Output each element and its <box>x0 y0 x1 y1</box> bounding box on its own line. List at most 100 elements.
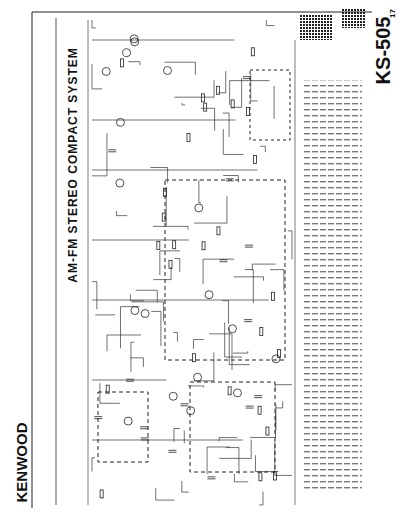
wire <box>173 332 177 341</box>
resistor-symbol <box>202 242 205 250</box>
wire <box>153 226 188 229</box>
bus-line <box>92 120 236 121</box>
wire <box>230 81 270 106</box>
wire <box>92 458 95 472</box>
wire <box>194 196 227 223</box>
resistor-symbol <box>192 354 195 362</box>
capacitor-symbol <box>243 77 251 79</box>
resistor-symbol <box>100 490 103 498</box>
wire <box>250 412 276 437</box>
wire <box>275 401 283 407</box>
wire <box>223 176 238 183</box>
tuner-block <box>98 392 148 462</box>
wire <box>182 481 189 492</box>
capacitor-symbol <box>245 245 253 247</box>
wire <box>234 474 248 482</box>
wire <box>136 290 158 302</box>
wire <box>131 342 134 372</box>
wire <box>174 80 214 97</box>
transistor-symbol <box>141 310 149 318</box>
wire <box>231 78 241 107</box>
capacitor-symbol <box>126 379 134 381</box>
wire <box>288 231 292 260</box>
resistor-symbol <box>258 406 261 414</box>
resistor-symbol <box>251 48 254 56</box>
wire <box>199 180 201 203</box>
wire <box>225 322 242 357</box>
wire <box>222 301 228 324</box>
transistor-symbol <box>130 35 138 43</box>
specification-text <box>302 80 362 490</box>
capacitor-symbol <box>181 404 189 406</box>
resistor-symbol <box>266 427 269 435</box>
capacitor-symbol <box>244 320 252 322</box>
capacitor-symbol <box>94 417 102 419</box>
wire <box>275 385 292 391</box>
frame-line <box>88 20 89 505</box>
wire <box>273 86 274 119</box>
wire <box>255 455 278 471</box>
resistor-symbol <box>247 108 250 116</box>
bus-line <box>92 40 234 41</box>
wire <box>188 386 204 388</box>
transistor-symbol <box>116 179 124 187</box>
wire <box>182 103 185 105</box>
resistor-symbol <box>253 155 256 163</box>
resistor-symbol <box>216 86 219 94</box>
wire <box>209 334 232 370</box>
transistor-symbol <box>131 307 139 315</box>
capacitor-symbol <box>141 438 149 440</box>
capacitor-symbol <box>168 450 176 452</box>
resistor-symbol <box>217 227 220 235</box>
wire <box>223 113 229 137</box>
wire <box>194 352 214 380</box>
transistor-symbol <box>272 355 280 363</box>
wire <box>160 251 180 275</box>
wire <box>174 259 179 272</box>
bus-line <box>92 300 269 301</box>
transistor-symbol <box>124 417 132 425</box>
wire <box>184 431 186 443</box>
transistor-symbol <box>164 67 172 75</box>
capacitor-symbol <box>108 150 116 152</box>
wire <box>219 438 237 442</box>
brand-logo: KENWOOD <box>13 422 30 502</box>
logo-block <box>342 8 366 28</box>
wire <box>100 383 120 403</box>
resistor-symbol <box>228 387 231 395</box>
power-amp-block <box>165 180 285 360</box>
wire <box>275 441 292 476</box>
logo-block <box>300 14 332 40</box>
wire <box>130 358 143 367</box>
resistor-symbol <box>187 133 190 141</box>
capacitor-symbol <box>226 179 234 181</box>
capacitor-symbol <box>254 396 262 398</box>
transistor-symbol <box>205 291 213 299</box>
capacitor-symbol <box>140 427 148 429</box>
transistor-symbol <box>169 392 177 400</box>
page-number: 17 <box>387 9 396 18</box>
bus-line <box>92 440 243 441</box>
resistor-symbol <box>157 242 160 250</box>
wire <box>151 311 161 346</box>
wire <box>92 64 102 89</box>
wire <box>219 440 251 459</box>
resistor-symbol <box>278 349 281 357</box>
resistor-symbol <box>260 328 263 336</box>
wire <box>234 277 264 281</box>
resistor-symbol <box>106 385 109 393</box>
wire <box>259 492 263 505</box>
transistor-symbol <box>187 407 195 415</box>
wire <box>92 20 96 28</box>
wire <box>193 340 203 349</box>
frame-line <box>32 12 372 13</box>
wire <box>260 146 265 152</box>
resistor-symbol <box>164 188 167 196</box>
frame-line <box>295 40 296 505</box>
wire <box>226 448 239 474</box>
wire <box>207 447 230 474</box>
wire <box>92 282 97 310</box>
transistor-symbol <box>228 325 236 333</box>
wire <box>153 267 171 280</box>
